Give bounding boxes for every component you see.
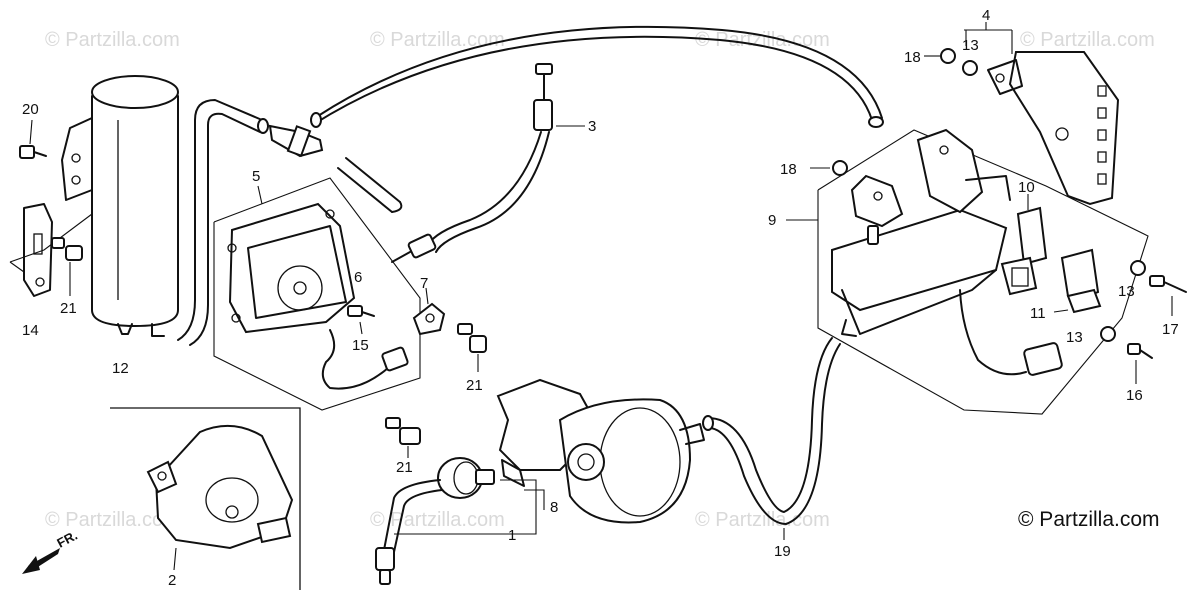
watermark-6: © Partzilla.com (370, 509, 505, 531)
watermark-2: © Partzilla.com (370, 29, 505, 51)
grommet-11 (1053, 248, 1102, 314)
bolt-21-lower (385, 417, 421, 458)
callout-19: 19 (774, 543, 791, 560)
canister-12 (91, 75, 179, 337)
hose-joint (268, 124, 324, 158)
nut-13-right (1100, 260, 1146, 342)
callout-10: 10 (1018, 179, 1035, 196)
watermark-5: © Partzilla.com (45, 509, 180, 531)
callout-4: 4 (982, 7, 990, 24)
valve-1 (375, 457, 537, 585)
front-arrow: FR. (22, 528, 80, 574)
callout-2: 2 (168, 572, 176, 589)
callout-5: 5 (252, 168, 260, 185)
nuts-4 (924, 48, 978, 76)
inset-2 (110, 407, 301, 590)
bolt-17 (1149, 275, 1187, 316)
callout-7: 7 (420, 275, 428, 292)
callout-12: 12 (112, 360, 129, 377)
bracket-4 (964, 22, 1120, 206)
front-label: FR. (54, 528, 80, 551)
callout-20: 20 (22, 101, 39, 118)
callout-17: 17 (1162, 321, 1179, 338)
vacuum-chamber-8 (496, 378, 705, 524)
bolt-16 (1127, 343, 1153, 384)
clip-7 (412, 287, 446, 336)
callout-11: 11 (1030, 305, 1046, 322)
callout-15: 15 (352, 337, 369, 354)
nut-18-middle (810, 160, 848, 176)
callout-21-left: 21 (60, 300, 77, 317)
callout-21-lower: 21 (396, 459, 413, 476)
callout-14: 14 (22, 322, 39, 339)
callout-18-top: 18 (904, 49, 921, 66)
control-unit-9 (786, 128, 1149, 415)
callout-6: 6 (354, 269, 362, 286)
watermark-7: © Partzilla.com (695, 509, 830, 531)
valve-box-5-6 (213, 177, 421, 411)
callout-13-lower: 13 (1066, 329, 1083, 346)
cable-3 (391, 63, 585, 263)
callout-9: 9 (768, 212, 776, 229)
callout-13-right: 13 (1118, 283, 1135, 300)
hose-upper (177, 25, 884, 346)
callout-1: 1 (508, 527, 516, 544)
copyright: © Partzilla.com (1018, 508, 1160, 531)
bolt-20 (19, 119, 47, 159)
watermark-1: © Partzilla.com (45, 29, 180, 51)
bolt-21-middle (457, 323, 487, 372)
bracket-14 (9, 117, 93, 297)
coupler-10 (1000, 194, 1048, 296)
watermark-4: © Partzilla.com (1020, 29, 1155, 51)
screw-15 (347, 305, 375, 335)
bolt-21-left (51, 237, 83, 296)
watermark-3: © Partzilla.com (695, 29, 830, 51)
hose-19 (702, 337, 841, 540)
callout-21-middle: 21 (466, 377, 483, 394)
callout-8: 8 (550, 499, 558, 516)
callout-18-middle: 18 (780, 161, 797, 178)
callout-3: 3 (588, 118, 596, 135)
watermarks: © Partzilla.com © Partzilla.com © Partzi… (45, 29, 1155, 531)
callouts: 1 2 3 4 5 6 7 8 9 10 11 12 13 13 13 14 1… (22, 7, 1179, 589)
callout-16: 16 (1126, 387, 1143, 404)
callout-13-top: 13 (962, 37, 979, 54)
